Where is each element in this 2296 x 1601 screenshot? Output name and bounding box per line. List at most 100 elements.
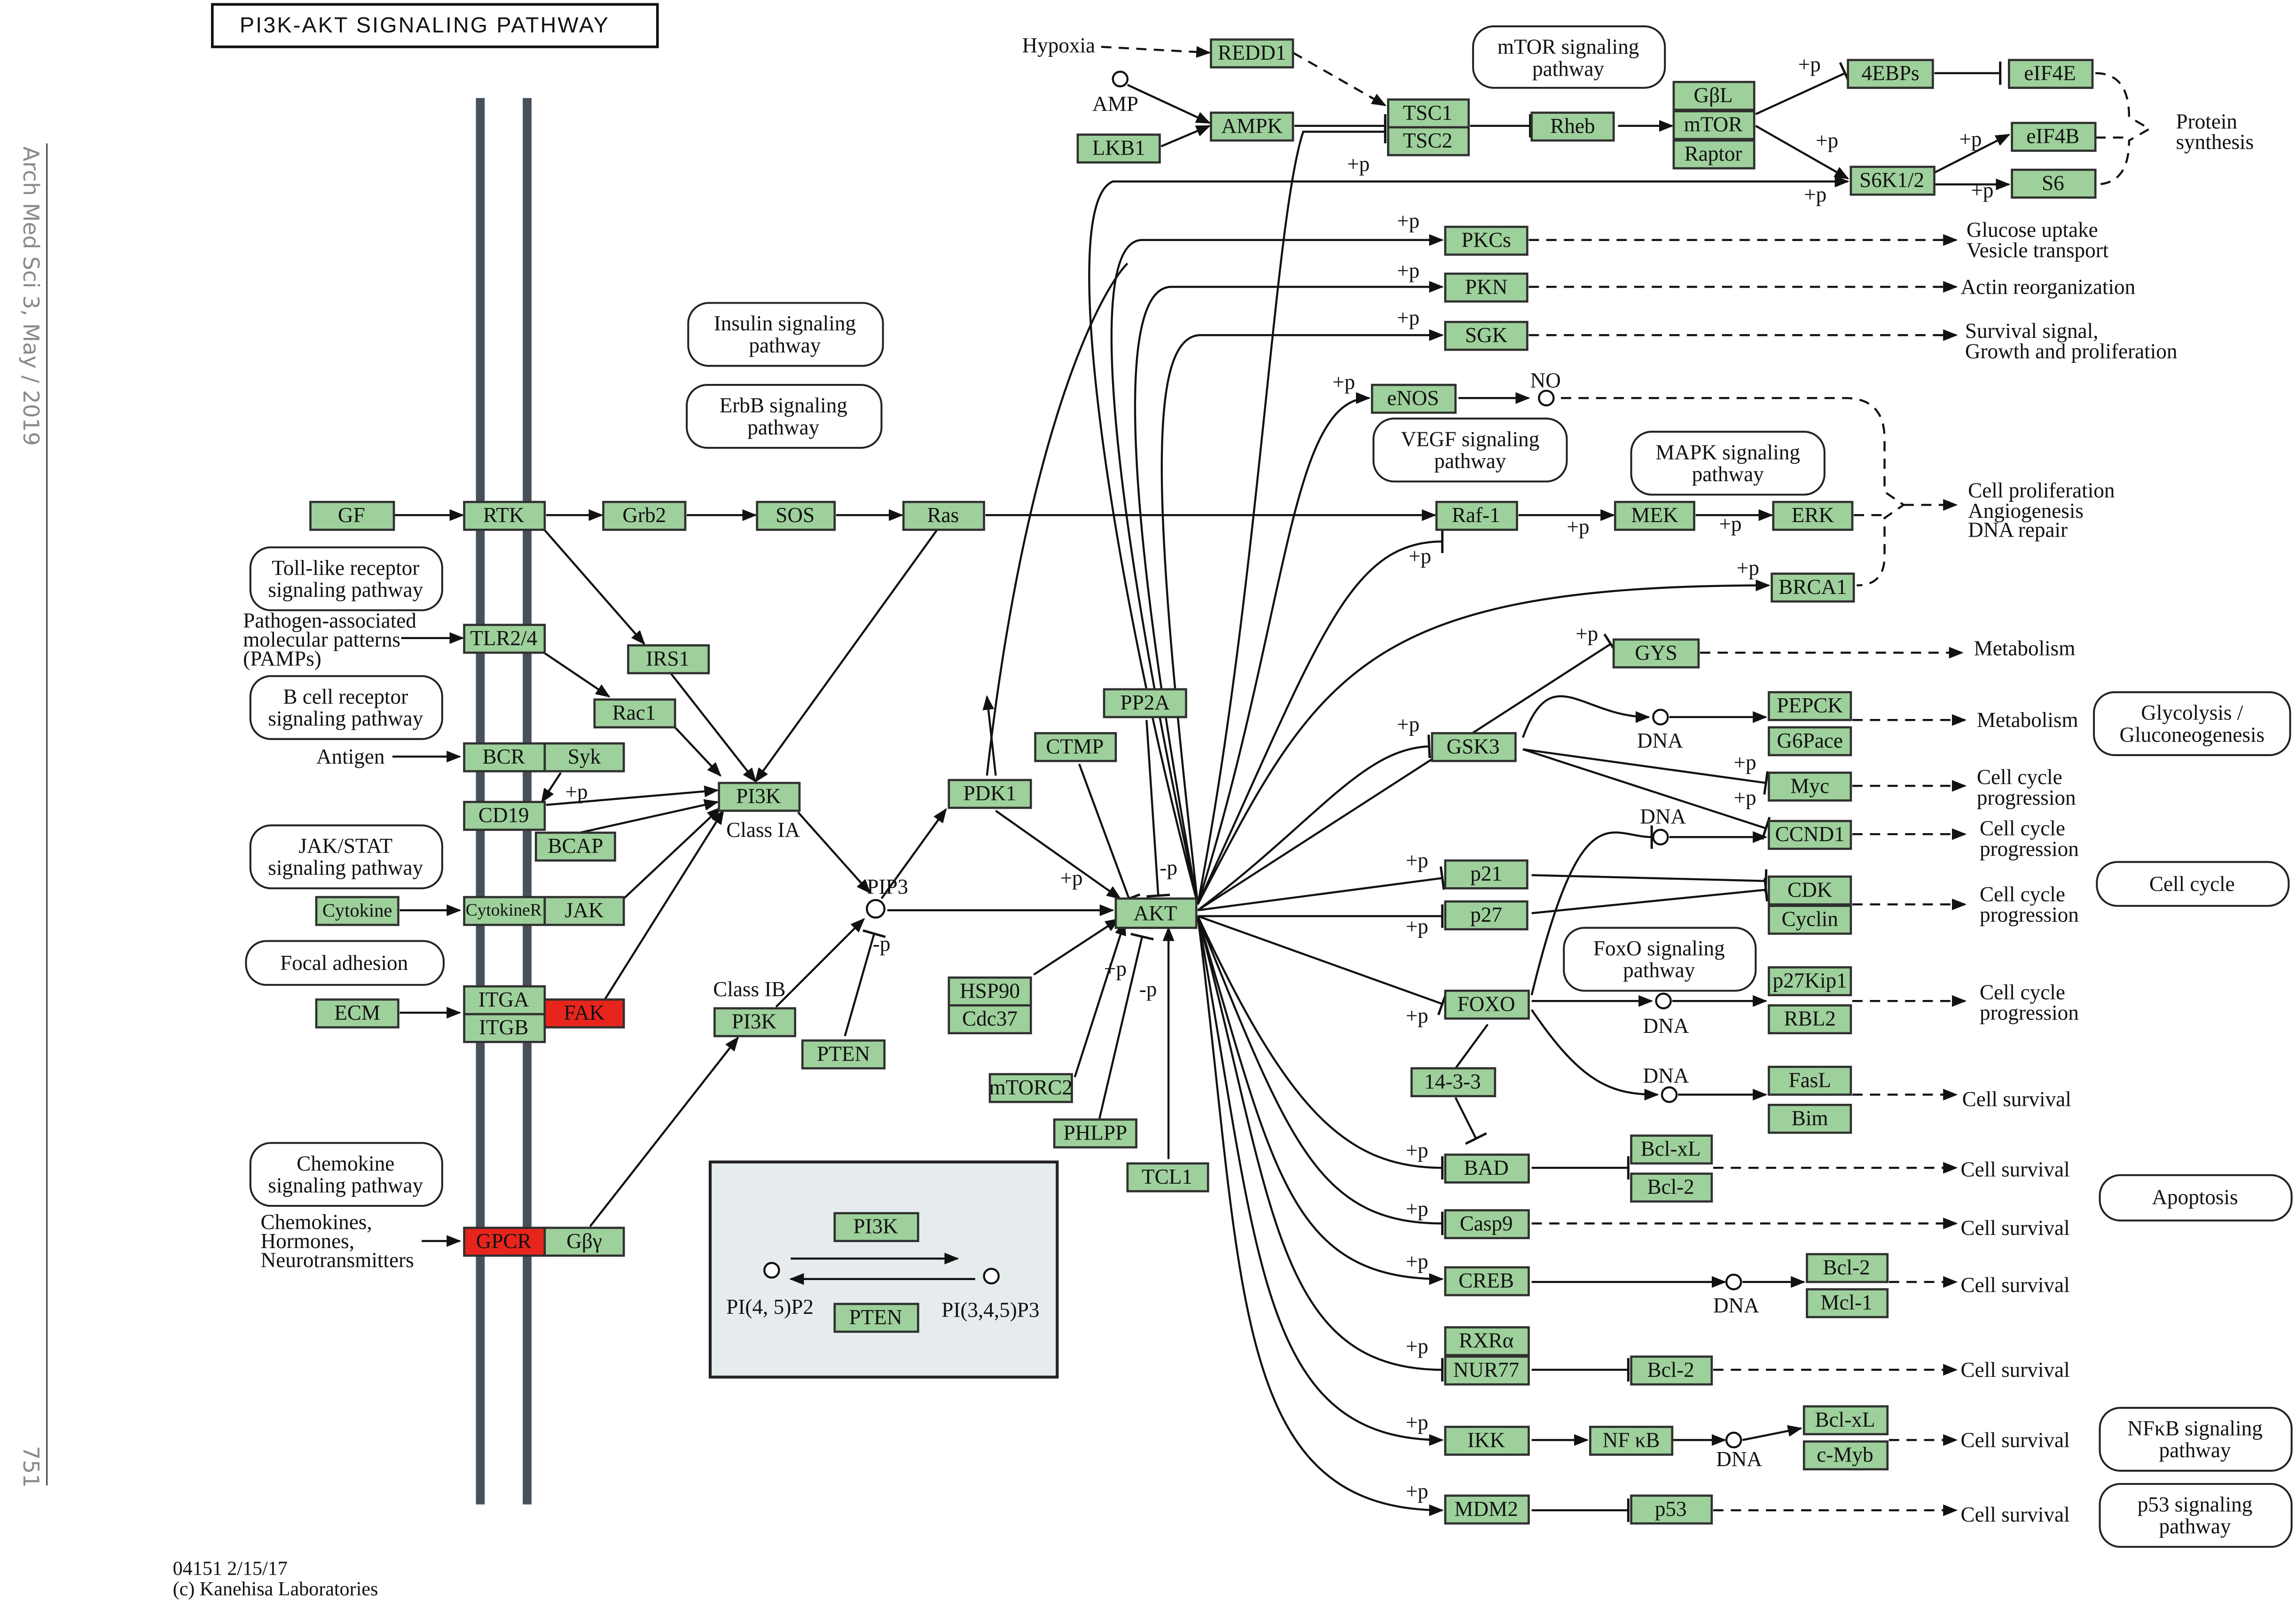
svg-text:MAPK signaling: MAPK signaling [1656,440,1800,464]
gene-mek: MEK [1614,500,1695,531]
svg-text:PKN: PKN [1465,275,1507,298]
label-phospho: +p [1406,1139,1428,1162]
svg-text:signaling pathway: signaling pathway [268,578,423,601]
gene-itga: ITGA [463,985,546,1015]
svg-text:REDD1: REDD1 [1218,41,1286,64]
gene-myc: Myc [1768,771,1852,802]
svg-text:ECM: ECM [334,1001,380,1024]
label-neurotransmitters: Neurotransmitters [261,1248,414,1272]
svg-text:ErbB signaling: ErbB signaling [720,394,847,417]
svg-text:NF κB: NF κB [1603,1428,1660,1452]
dna-compound [1661,1086,1678,1103]
svg-text:Casp9: Casp9 [1460,1212,1513,1235]
svg-text:PI3K: PI3K [732,1010,777,1033]
svg-text:Bcl-2: Bcl-2 [1647,1175,1694,1199]
gene-bcl-xl: Bcl-xL [1630,1134,1713,1165]
gene-grb2: Grb2 [602,500,687,531]
label-dna: DNA [1716,1447,1762,1471]
label-pamps: molecular patterns [243,628,400,651]
pathway-link-focal-adhesion: Focal adhesion [245,940,445,986]
label-dephospho: -p [1139,977,1157,1001]
edges [392,46,2152,1522]
label-phospho: +p [1567,515,1590,539]
svg-text:eIF4B: eIF4B [2026,125,2079,148]
label-cell-survival: Cell survival [1961,1273,2070,1296]
gene-cdc37: Cdc37 [948,1004,1032,1035]
pip-conversion-inset [708,1160,1059,1379]
gene-bcl-2: Bcl-2 [1806,1253,1889,1283]
svg-text:signaling pathway: signaling pathway [268,707,423,730]
gene-cyclin: Cyclin [1768,905,1852,935]
gene-cytokine-receptor: CytokineR [463,896,546,926]
label-phospho: +p [1406,914,1428,938]
svg-text:MDM2: MDM2 [1454,1497,1518,1521]
label-dephospho: -p [873,932,891,956]
svg-text:p21: p21 [1470,862,1502,885]
page-number: 751 [18,1446,43,1488]
svg-text:signaling pathway: signaling pathway [268,856,423,880]
label-cell-cycle: Cell cycle [1980,817,2065,840]
svg-text:ITGB: ITGB [479,1015,528,1039]
label-pi345p3: PI(3,4,5)P3 [941,1298,1039,1321]
gene-tsc2: TSC2 [1387,126,1470,156]
svg-text:FOXO: FOXO [1458,992,1515,1015]
label-cell-cycle: Cell cycle [1980,883,2065,906]
svg-text:PEPCK: PEPCK [1777,694,1843,717]
gene-hsp90: HSP90 [948,976,1032,1007]
gene-tcl1: TCL1 [1126,1162,1209,1193]
pathway-title: PI3K-AKT SIGNALING PATHWAY [211,3,659,48]
svg-text:GβL: GβL [1693,83,1732,107]
svg-text:NFκB signaling: NFκB signaling [2127,1417,2263,1440]
label-pip3: PIP3 [867,875,908,898]
gene-sos: SOS [756,500,836,531]
gene-akt: AKT [1114,897,1198,929]
label-pamps: Pathogen-associated [243,609,416,632]
svg-text:p27Kip1: p27Kip1 [1773,969,1847,992]
svg-text:pathway: pathway [2159,1438,2231,1462]
gene-nf-kb: NF κB [1589,1426,1674,1456]
label-class-ia: Class IA [726,818,800,842]
svg-text:mTOR: mTOR [1684,113,1743,136]
svg-text:TLR2/4: TLR2/4 [470,626,537,650]
gene-lkb1: LKB1 [1076,133,1161,164]
gene-phlpp: PHLPP [1053,1118,1137,1148]
gene-bad: BAD [1444,1153,1530,1184]
inset-gene-pi3k: PI3K [833,1212,919,1242]
gene-rheb: Rheb [1530,111,1615,142]
svg-text:CytokineR: CytokineR [466,901,542,920]
label-phospho: +p [565,780,588,804]
amp-compound [1112,70,1129,87]
svg-text:FAK: FAK [564,1001,605,1024]
label-phospho: +p [1804,183,1826,206]
label-pamps: (PAMPs) [243,647,321,670]
gene-g6pace: G6Pace [1768,726,1852,757]
svg-text:GPCR: GPCR [476,1229,532,1253]
gene-pp2a: PP2A [1103,688,1187,718]
svg-text:p27: p27 [1470,903,1502,926]
label-cell-survival: Cell survival [1961,1428,2070,1452]
svg-text:Cytokine: Cytokine [322,900,392,921]
label-phospho: +p [1406,849,1428,872]
gene-bcap: BCAP [534,831,616,862]
svg-text:CCND1: CCND1 [1775,822,1845,846]
gene-cdk: CDK [1768,875,1852,906]
label-cell-survival: Cell survival [1961,1358,2070,1382]
gene-4ebps: 4EBPs [1847,59,1934,89]
svg-text:pathway: pathway [749,334,821,357]
svg-text:S6: S6 [2042,171,2064,195]
svg-text:FasL: FasL [1789,1068,1831,1092]
gene-bcr: BCR [463,742,546,773]
svg-text:ITGA: ITGA [478,988,529,1011]
gene-rtk: RTK [463,500,546,531]
dna-compound [1725,1431,1742,1449]
label-phospho: +p [1397,259,1419,282]
gene-14-3-3: 14-3-3 [1410,1067,1497,1097]
label-phospho: +p [1406,1250,1428,1273]
svg-text:p53 signaling: p53 signaling [2138,1492,2253,1516]
